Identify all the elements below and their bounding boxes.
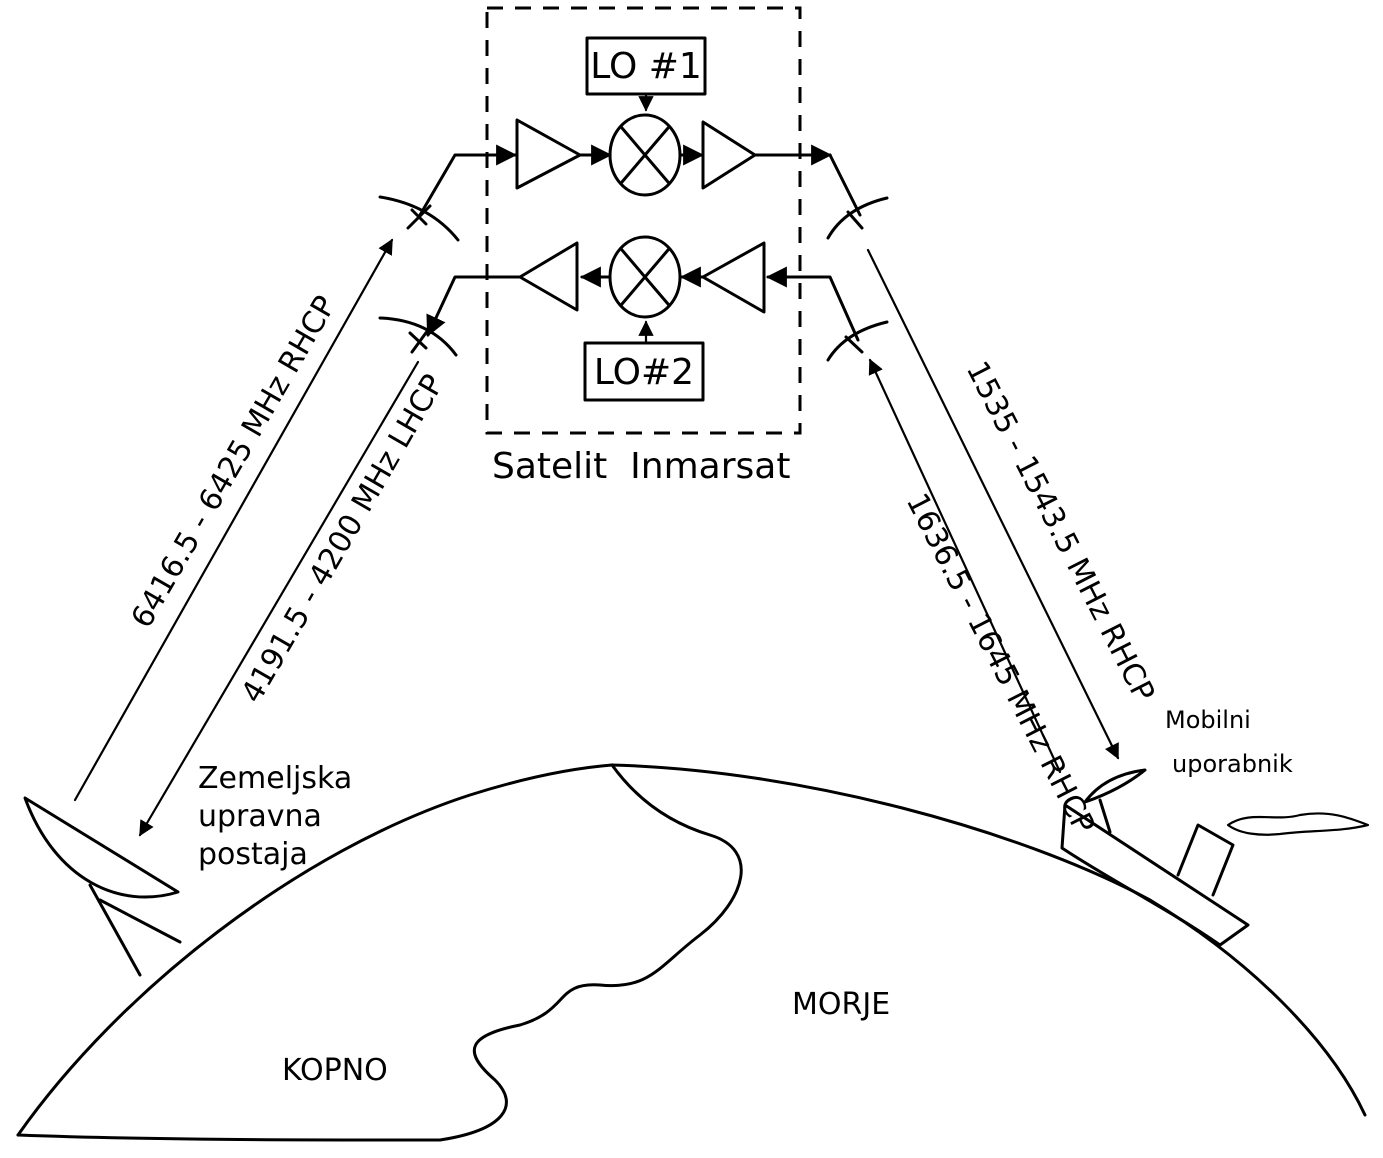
mobile-user-label: Mobilni uporabnik bbox=[1165, 706, 1293, 778]
ground-downlink-arrow bbox=[138, 360, 420, 837]
mobile-user-line-2: uporabnik bbox=[1172, 750, 1293, 778]
uplink-chain bbox=[418, 113, 862, 217]
satellite-antenna-icon bbox=[826, 320, 889, 362]
lo2-block: LO#2 bbox=[583, 320, 705, 402]
ground-uplink-arrow bbox=[73, 238, 394, 802]
satellite-antenna-icon bbox=[378, 195, 460, 242]
earth-outline bbox=[16, 763, 1367, 1137]
amplifier-icon bbox=[701, 241, 766, 314]
ground-station-line-3: postaja bbox=[198, 837, 308, 872]
ship-icon bbox=[1060, 803, 1370, 947]
mobile-uplink-arrow bbox=[868, 358, 1062, 774]
mobile-downlink-arrow bbox=[866, 248, 1120, 760]
land-label: KOPNO bbox=[282, 1053, 388, 1088]
satellite-antenna-icon bbox=[378, 316, 458, 357]
mixer-icon bbox=[608, 113, 682, 197]
ground-station-line-1: Zemeljska bbox=[198, 761, 352, 796]
sea-label: MORJE bbox=[792, 987, 890, 1022]
ship-antenna-icon bbox=[1083, 768, 1147, 834]
satellite-frame bbox=[485, 6, 802, 435]
satellite-caption: Satelit Inmarsat bbox=[492, 446, 790, 487]
lo2-label: LO#2 bbox=[594, 352, 694, 393]
mobile-user-line-1: Mobilni bbox=[1165, 706, 1251, 734]
amplifier-icon bbox=[515, 118, 582, 190]
amplifier-icon bbox=[701, 120, 757, 190]
smoke-icon bbox=[1226, 812, 1370, 836]
satellite-antenna-icon bbox=[826, 196, 889, 240]
amplifier-icon bbox=[518, 241, 579, 312]
lo1-block: LO #1 bbox=[585, 36, 707, 112]
mixer-icon bbox=[608, 235, 682, 319]
ground-station-label: Zemeljska upravna postaja bbox=[198, 761, 362, 872]
lo1-label: LO #1 bbox=[590, 46, 702, 87]
coastline bbox=[16, 763, 743, 1142]
ground-station-dish-icon bbox=[23, 796, 182, 977]
downlink-chain bbox=[426, 235, 860, 342]
ground-station-line-2: upravna bbox=[198, 799, 322, 834]
